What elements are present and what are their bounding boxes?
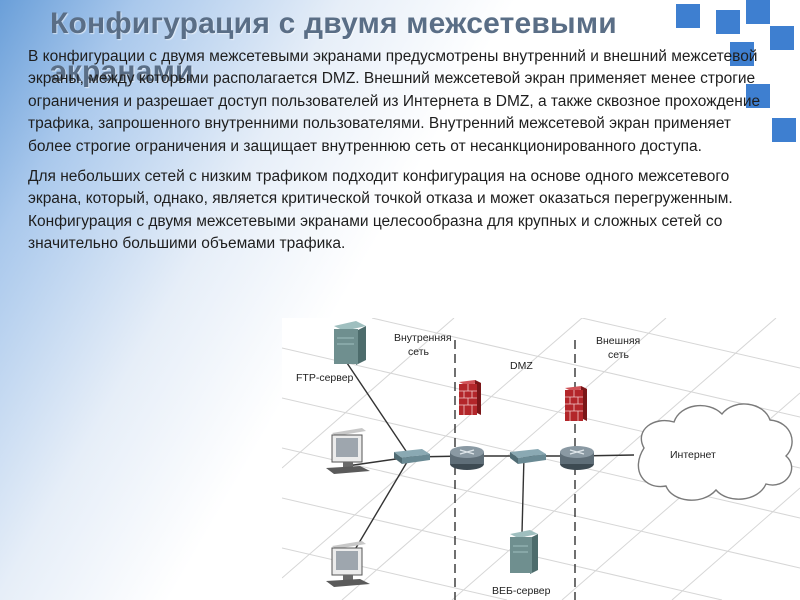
inner-switch-icon: [394, 449, 430, 464]
paragraph-2: Для небольших сетей с низким трафиком по…: [28, 168, 733, 253]
dmz-zone-label: DMZ: [510, 360, 533, 372]
body-text: В конфигурации с двумя межсетевыми экран…: [28, 46, 768, 264]
paragraph-1: В конфигурации с двумя межсетевыми экран…: [28, 48, 761, 155]
outer-firewall-icon: [565, 386, 587, 421]
decorative-squares: [660, 0, 800, 150]
internet-label: Интернет: [670, 449, 716, 461]
dmz-switch-icon: [510, 449, 546, 464]
ftp-server-icon: [334, 321, 366, 365]
inner-zone-label-line2: сеть: [408, 346, 430, 358]
outer-router-icon: [560, 446, 594, 470]
network-diagram: FTP-сервер: [282, 318, 800, 600]
outer-zone-label-line1: Внешняя: [596, 335, 640, 347]
ftp-server-label: FTP-сервер: [296, 372, 354, 384]
web-server-label: ВЕБ-сервер: [492, 585, 551, 597]
inner-zone-label-line1: Внутренняя: [394, 332, 452, 344]
inner-firewall-icon: [459, 380, 481, 415]
workstation-2-icon: [326, 541, 370, 587]
inner-router-icon: [450, 446, 484, 470]
web-server-icon: [510, 530, 538, 574]
outer-zone-label-line2: сеть: [608, 349, 630, 361]
internet-cloud-icon: [637, 403, 793, 501]
slide-title: Конфигурация с двумя межсетевыми экранам…: [50, 7, 617, 88]
workstation-1-icon: [326, 428, 370, 474]
